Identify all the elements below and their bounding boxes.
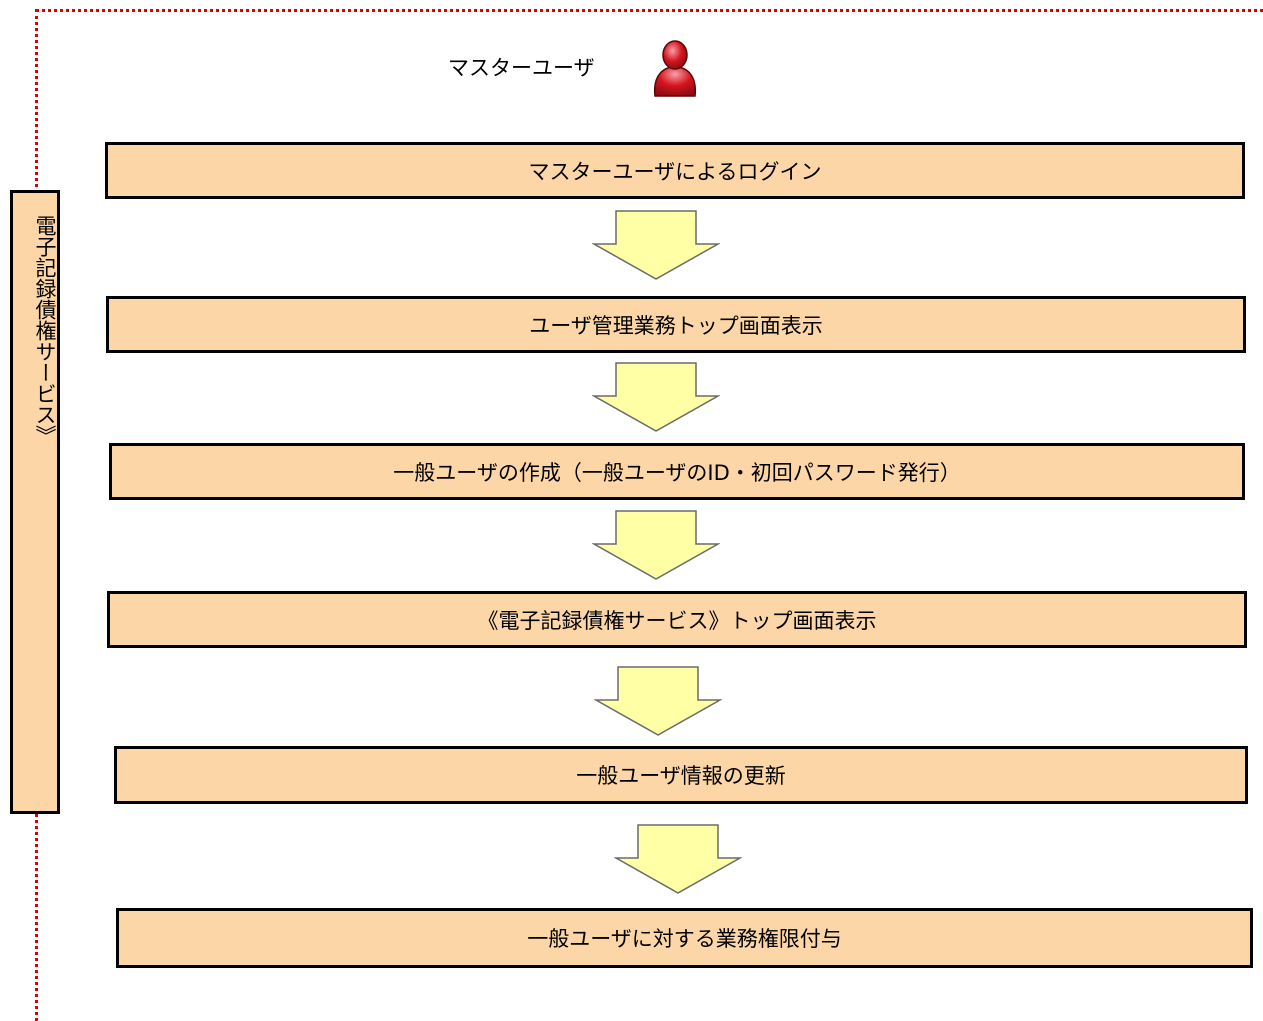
step-update-user-info-label: 一般ユーザ情報の更新 <box>576 764 786 788</box>
down-arrow-4 <box>594 666 722 736</box>
user-icon <box>653 40 697 97</box>
step-login-label: マスターユーザによるログイン <box>528 159 822 184</box>
step-service-top: 《電子記録債権サービス》トップ画面表示 <box>107 591 1247 648</box>
step-create-general-user-label: 一般ユーザの作成（一般ユーザのID・初回パスワード発行） <box>393 460 961 485</box>
step-login: マスターユーザによるログイン <box>105 142 1245 199</box>
down-arrow-1 <box>592 210 720 280</box>
down-arrow-3 <box>592 510 720 580</box>
side-label-text: 電子記録債権サービス》 <box>33 215 57 446</box>
step-service-top-label: 《電子記録債権サービス》トップ画面表示 <box>477 608 877 633</box>
step-user-management-top-label: ユーザ管理業務トップ画面表示 <box>529 313 823 338</box>
actor-label: マスターユーザ <box>448 56 595 80</box>
down-arrow-2 <box>592 362 720 432</box>
dotted-frame-top <box>36 9 1263 12</box>
step-grant-permissions-label: 一般ユーザに対する業務権限付与 <box>527 927 842 951</box>
step-grant-permissions: 一般ユーザに対する業務権限付与 <box>116 908 1253 968</box>
step-update-user-info: 一般ユーザ情報の更新 <box>114 746 1248 804</box>
step-create-general-user: 一般ユーザの作成（一般ユーザのID・初回パスワード発行） <box>109 443 1245 500</box>
step-user-management-top: ユーザ管理業務トップ画面表示 <box>106 296 1246 353</box>
service-sidebar-label: 電子記録債権サービス》 <box>10 190 60 814</box>
down-arrow-5 <box>614 824 742 894</box>
